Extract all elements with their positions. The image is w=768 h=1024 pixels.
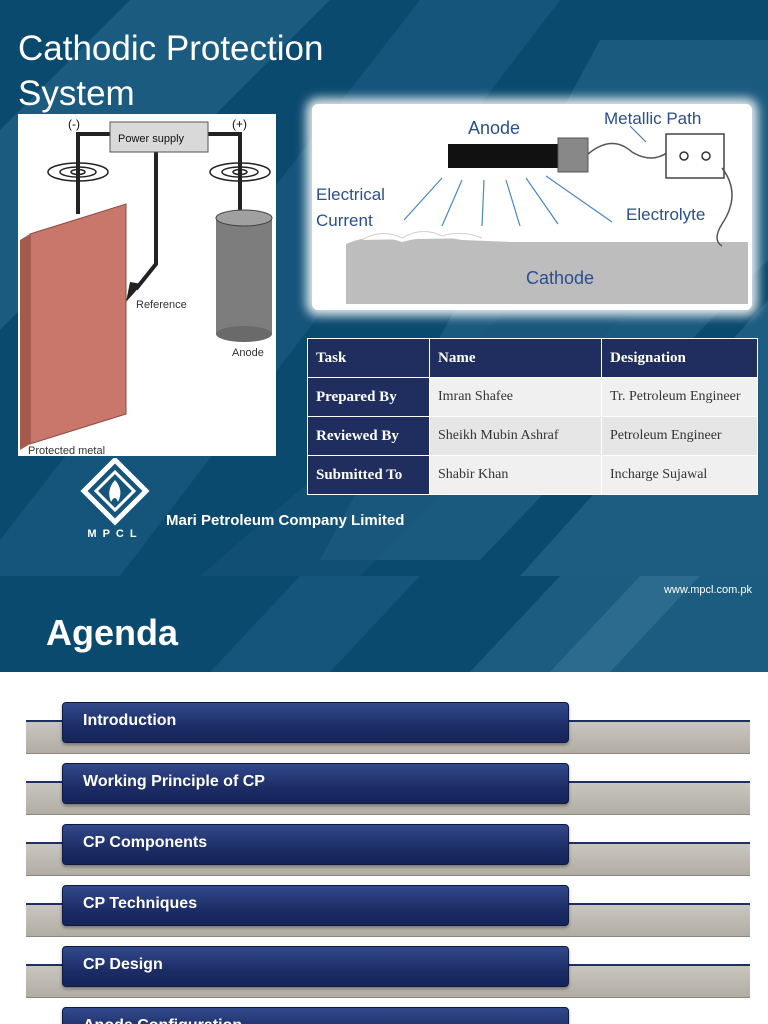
power-supply-label: Power supply	[118, 133, 185, 145]
prepared-by-table: Task Name Designation Prepared By Imran …	[307, 338, 758, 495]
minus-label: (-)	[68, 117, 80, 131]
protected-metal-label: Protected metal	[28, 445, 105, 456]
agenda-item: Working Principle of CP	[0, 763, 768, 815]
electrical-text: Electrical	[316, 185, 385, 204]
header-task: Task	[307, 338, 430, 378]
anode-text: Anode	[468, 118, 520, 138]
table-row: Reviewed By Sheikh Mubin Ashraf Petroleu…	[307, 416, 758, 456]
agenda-item: CP Design	[0, 946, 768, 998]
logo-text: MPCL	[87, 528, 142, 540]
metallic-path-text: Metallic Path	[604, 109, 701, 128]
agenda-item-introduction[interactable]: Introduction	[62, 702, 569, 743]
company-name: Mari Petroleum Company Limited	[166, 512, 405, 529]
plus-label: (+)	[232, 117, 247, 131]
electrolyte-text: Electrolyte	[626, 205, 705, 224]
cp-circuit-diagram: (-) (+) Power supply Reference Anode Pro…	[18, 114, 276, 457]
agenda-list: Introduction Working Principle of CP CP …	[0, 576, 768, 1024]
task-cell: Prepared By	[307, 377, 430, 417]
slide-title: Cathodic Protection System	[18, 29, 324, 113]
agenda-header: Agenda	[0, 576, 768, 672]
agenda-item-working-principle[interactable]: Working Principle of CP	[62, 763, 569, 804]
anode-label: Anode	[232, 347, 264, 359]
current-text: Current	[316, 211, 373, 230]
table-header-row: Task Name Designation	[307, 338, 758, 378]
name-cell: Shabir Khan	[429, 455, 602, 495]
agenda-item-cp-techniques[interactable]: CP Techniques	[62, 885, 569, 926]
agenda-item: Anode Configuration	[0, 1007, 768, 1024]
table-row: Submitted To Shabir Khan Incharge Sujawa…	[307, 455, 758, 495]
agenda-item-cp-components[interactable]: CP Components	[62, 824, 569, 865]
task-cell: Reviewed By	[307, 416, 430, 456]
agenda-slide: Agenda Introduction Working Principle of…	[0, 576, 768, 1024]
reference-label: Reference	[136, 299, 187, 311]
table-row: Prepared By Imran Shafee Tr. Petroleum E…	[307, 377, 758, 417]
agenda-item: Introduction	[0, 702, 768, 754]
header-background-shapes	[210, 576, 768, 672]
cp-principle-diagram: Anode Metallic Path Electrical Current E…	[312, 104, 752, 310]
designation-cell: Incharge Sujawal	[601, 455, 758, 495]
agenda-item: CP Techniques	[0, 885, 768, 937]
agenda-item-anode-configuration[interactable]: Anode Configuration	[62, 1007, 569, 1024]
designation-cell: Tr. Petroleum Engineer	[601, 377, 758, 417]
title-slide: Cathodic Protection System	[0, 0, 768, 576]
header-name: Name	[429, 338, 602, 378]
name-cell: Imran Shafee	[429, 377, 602, 417]
website-url[interactable]: www.mpcl.com.pk	[663, 584, 752, 596]
agenda-item-cp-design[interactable]: CP Design	[62, 946, 569, 987]
agenda-title: Agenda	[46, 612, 179, 653]
agenda-item: CP Components	[0, 824, 768, 876]
header-designation: Designation	[601, 338, 758, 378]
mpcl-logo: MPCL	[80, 456, 150, 540]
name-cell: Sheikh Mubin Ashraf	[429, 416, 602, 456]
designation-cell: Petroleum Engineer	[601, 416, 758, 456]
cathode-text: Cathode	[526, 268, 594, 288]
task-cell: Submitted To	[307, 455, 430, 495]
